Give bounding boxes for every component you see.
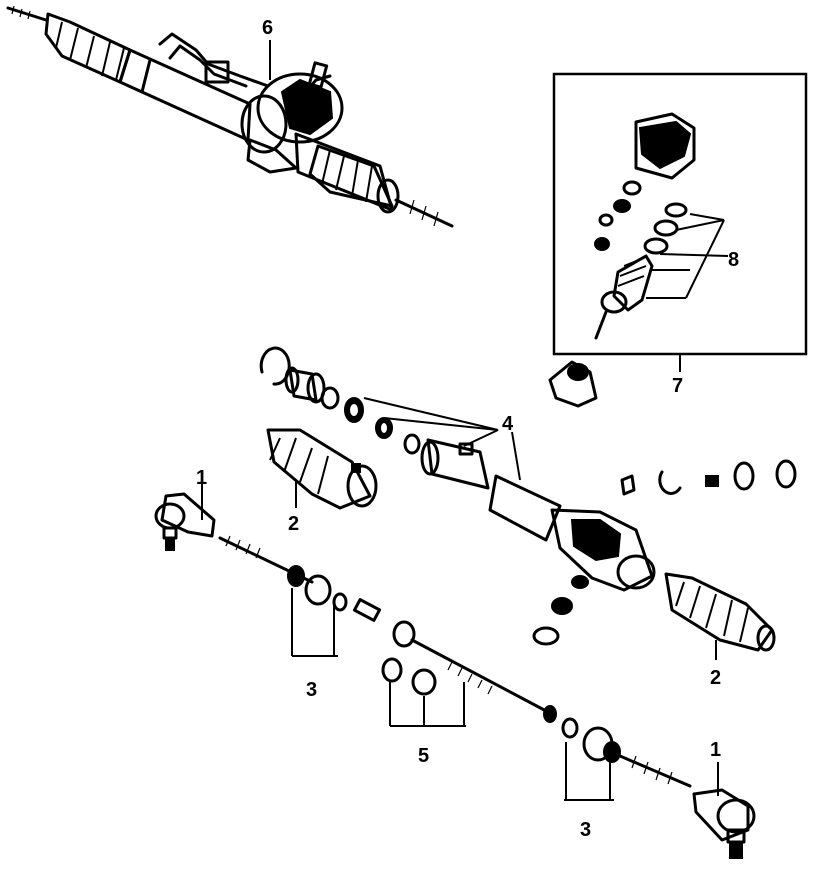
callout-5: 5: [418, 745, 429, 767]
right-bellows-boot: [664, 572, 776, 660]
callout-8: 8: [728, 249, 739, 271]
callout-3-right: 3: [580, 819, 591, 841]
callout-2-left: 2: [288, 513, 299, 535]
callout-2-right: 2: [710, 667, 721, 689]
callout-1-right: 1: [710, 739, 721, 761]
left-bellows-boot: [266, 428, 378, 510]
callout-1-left: 1: [196, 467, 207, 489]
callout-3-left: 3: [306, 679, 317, 701]
right-tie-rod-end: [692, 762, 756, 859]
right-inner-tie-rod: [561, 717, 692, 801]
left-inner-tie-rod: [218, 535, 348, 657]
left-tie-rod-end: [154, 470, 216, 551]
rack-housing-exploded: [259, 346, 797, 646]
callout-7: 7: [672, 375, 683, 397]
callout-4: 4: [502, 413, 514, 435]
rack-shaft: [352, 598, 557, 727]
callout-labels: 6 8 7 4 2 1 2 3 5 1 3: [196, 17, 739, 841]
steering-gear-assembly: [6, 5, 454, 228]
callout-6: 6: [262, 17, 273, 39]
control-valve-detail-box: [552, 72, 808, 372]
